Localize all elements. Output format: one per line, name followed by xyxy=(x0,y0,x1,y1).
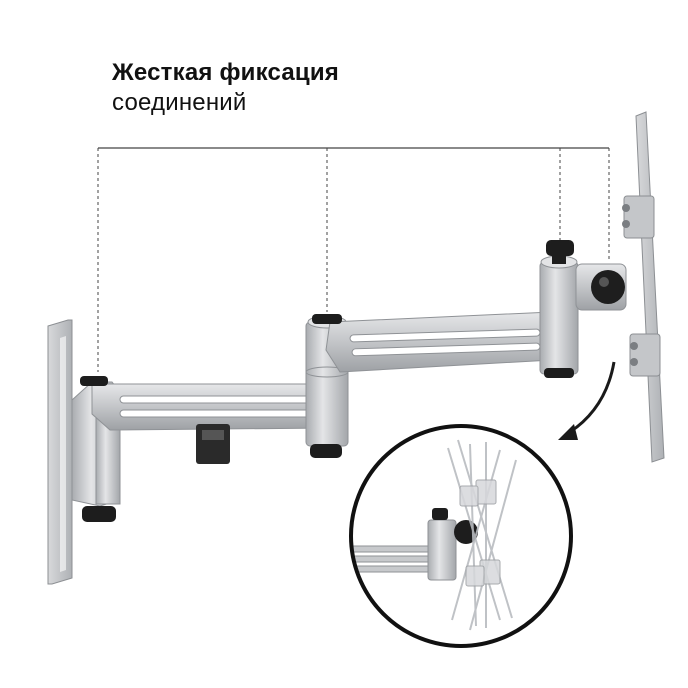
caption: Жесткая фиксация соединений xyxy=(112,58,339,118)
caption-subtitle: соединений xyxy=(112,89,247,116)
leader-lines xyxy=(97,147,610,372)
tilt-head xyxy=(539,255,627,375)
inset-detail xyxy=(349,424,573,648)
caption-title: Жесткая фиксация xyxy=(112,59,340,86)
locking-knobs xyxy=(80,240,574,522)
upper-arm xyxy=(325,311,567,373)
wall-plate xyxy=(47,319,73,585)
rotation-arrow xyxy=(558,361,616,440)
lower-arm xyxy=(91,383,341,431)
vesa-plate xyxy=(622,111,665,463)
cable-clip xyxy=(196,424,230,464)
